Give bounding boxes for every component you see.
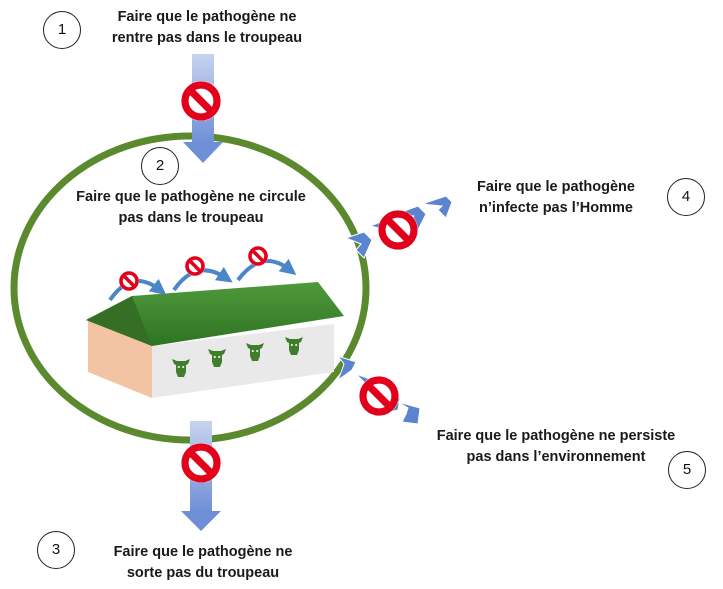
step-3-label: Faire que le pathogène ne sorte pas du t… [90,542,316,584]
forbidden-sign-icon [181,81,221,121]
barn-icon [86,282,344,398]
step-2-label: Faire que le pathogène ne circule pas da… [60,187,322,229]
step-4-line-2: n’infecte pas l’Homme [479,200,633,216]
step-4-number: 4 [667,178,705,216]
step-2-line-1: Faire que le pathogène ne circule [76,189,306,205]
forbidden-sign-icon [181,443,221,483]
forbidden-sign-icon [378,210,418,250]
step-1-label: Faire que le pathogène ne rentre pas dan… [90,7,324,49]
step-3-line-1: Faire que le pathogène ne [113,544,293,560]
step-4-label: Faire que le pathogène n’infecte pas l’H… [460,177,652,219]
forbidden-sign-icon [117,269,141,293]
step-5-number: 5 [668,451,706,489]
step-5-line-2: pas dans l’environnement [466,449,646,465]
step-1-line-2: rentre pas dans le troupeau [111,30,303,46]
step-4-line-1: Faire que le pathogène [477,179,635,195]
step-1-number: 1 [43,11,81,49]
forbidden-sign-icon [359,376,399,416]
step-2-number: 2 [141,147,179,185]
step-3-line-2: sorte pas du troupeau [126,565,280,581]
forbidden-sign-icon [183,254,207,278]
step-5-label: Faire que le pathogène ne persiste pas d… [418,426,694,468]
step-1-line-1: Faire que le pathogène ne [117,9,297,25]
forbidden-sign-icon [246,244,270,268]
step-3-number: 3 [37,531,75,569]
step-2-line-2: pas dans le troupeau [118,210,264,226]
step-5-line-1: Faire que le pathogène ne persiste [436,428,676,444]
